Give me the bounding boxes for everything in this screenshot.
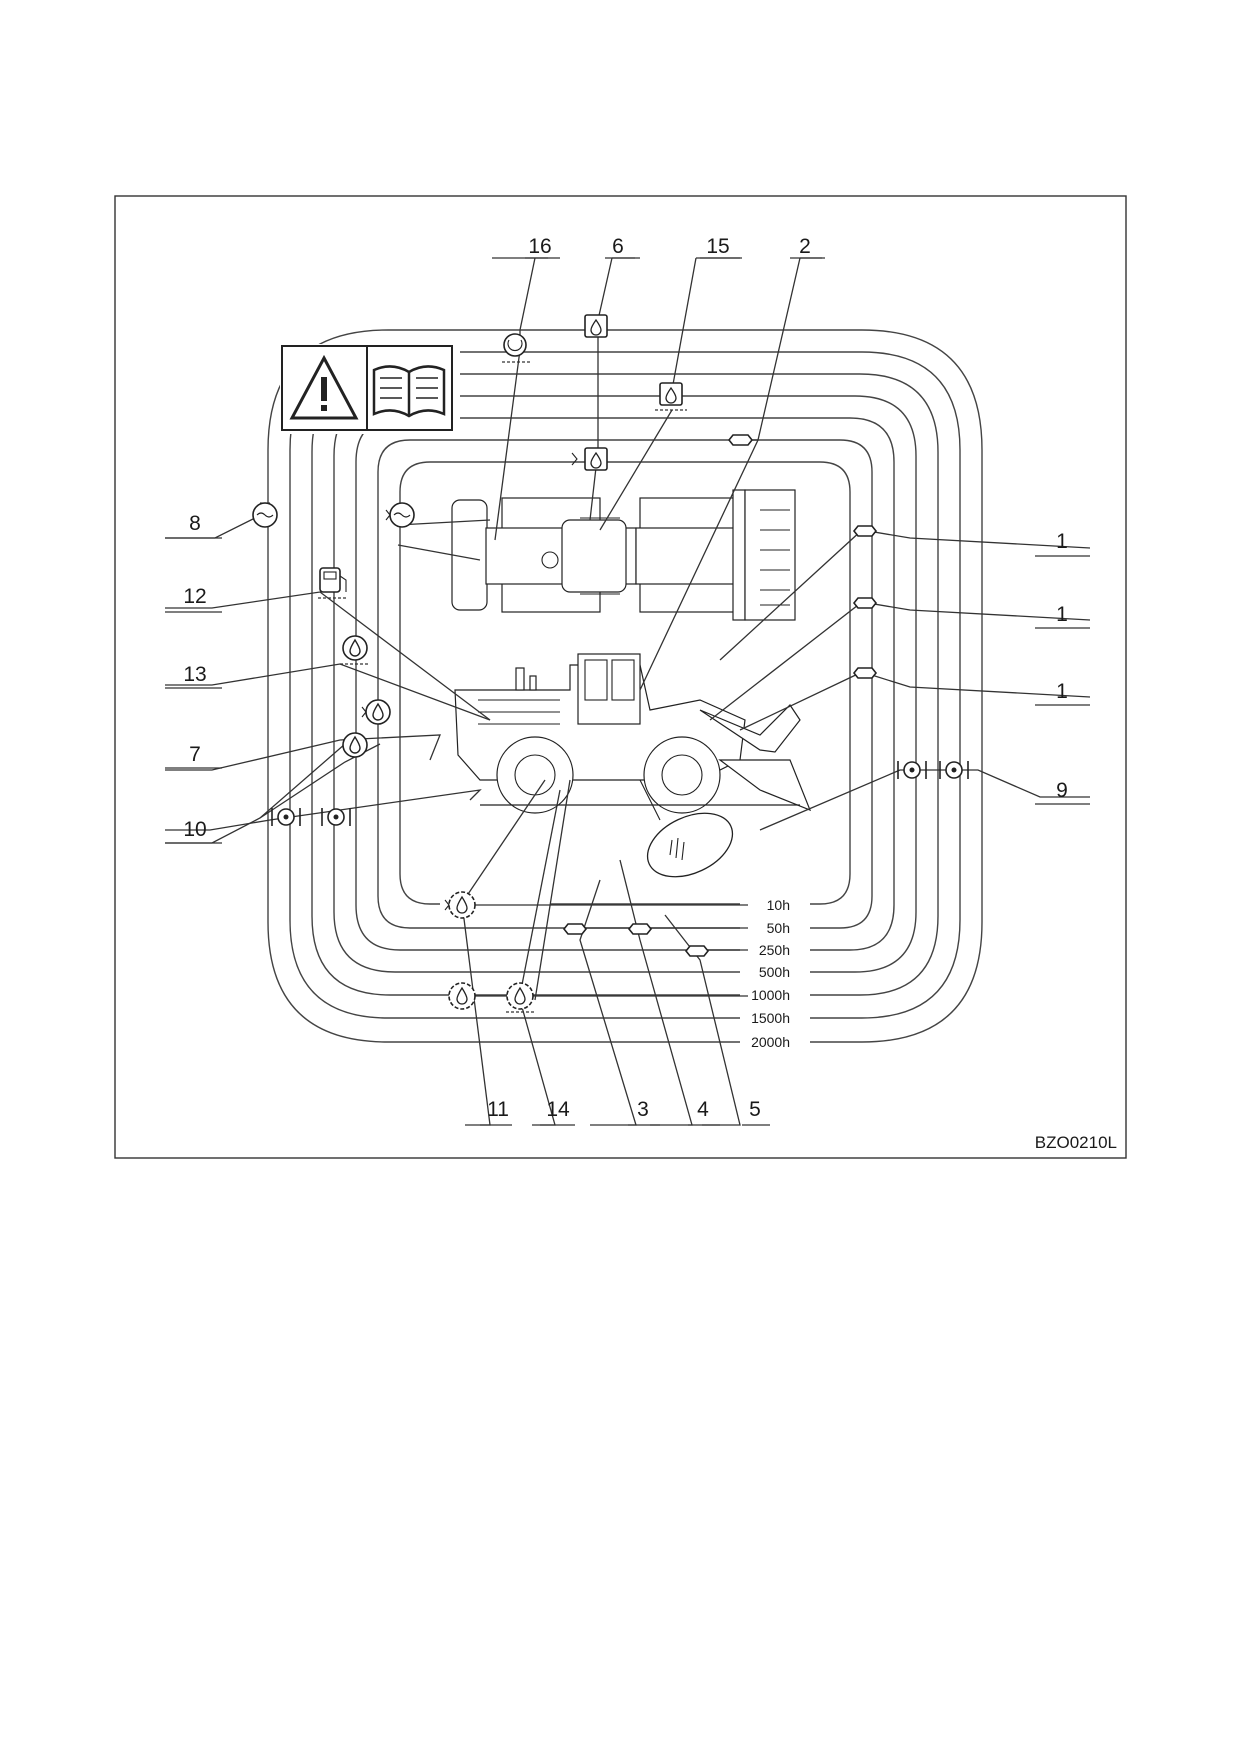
axle-grease-icon [271, 808, 351, 826]
filter-icon [502, 333, 530, 363]
callout-1-c: 1 [1056, 680, 1068, 703]
callout-numbers: 16 6 15 2 8 12 13 7 10 1 1 1 9 11 14 3 4… [183, 235, 1068, 1121]
interval-label-250h: 250h [759, 942, 790, 958]
oil-tank-icon [571, 447, 608, 471]
oil-tank-icon [655, 382, 687, 411]
callout-16: 16 [528, 235, 551, 258]
callout-8: 8 [189, 512, 201, 535]
interval-label-50h: 50h [767, 920, 790, 936]
oil-drop-icon [340, 635, 370, 665]
open-book-icon [372, 365, 446, 418]
fuel-pump-icon [318, 567, 348, 599]
callout-10: 10 [183, 818, 206, 841]
callout-7: 7 [189, 743, 201, 766]
callout-9: 9 [1056, 779, 1068, 802]
interval-label-10h: 10h [767, 897, 790, 913]
callout-15: 15 [706, 235, 729, 258]
interval-label-2000h: 2000h [751, 1034, 790, 1050]
safety-symbols [281, 345, 453, 431]
callout-6: 6 [612, 235, 624, 258]
warning-triangle-icon [289, 354, 359, 420]
callout-11: 11 [487, 1098, 509, 1121]
radiator-coolant-icon [385, 502, 415, 528]
callout-1-a: 1 [1056, 530, 1068, 553]
detail-ellipse [646, 812, 734, 878]
grease-nipple-icon [627, 923, 653, 935]
machine-top-view [451, 489, 796, 621]
callout-1-b: 1 [1056, 603, 1068, 626]
callout-13: 13 [183, 663, 206, 686]
callout-5: 5 [749, 1098, 761, 1121]
grease-nipple-icon [852, 597, 878, 609]
grease-nipple-icon [562, 923, 588, 935]
grease-nipple-icon [684, 945, 710, 957]
interval-label-1000h: 1000h [751, 987, 790, 1003]
grease-nipple-icon [727, 434, 758, 446]
axle-grease-icon [897, 761, 969, 779]
interval-labels: 10h 50h 250h 500h 1000h 1500h 2000h [751, 897, 790, 1050]
oil-tank-icon [584, 314, 608, 338]
radiator-coolant-icon [252, 502, 278, 528]
ring-250h [355, 417, 895, 951]
interval-label-1500h: 1500h [751, 1010, 790, 1026]
gear-oil-icon [448, 982, 476, 1010]
callout-12: 12 [183, 585, 206, 608]
callout-3: 3 [637, 1098, 649, 1121]
ring-10h [399, 461, 851, 905]
callout-4: 4 [697, 1098, 709, 1121]
oil-drop-icon [342, 732, 368, 758]
grease-nipple-icon [852, 667, 878, 679]
service-symbols [252, 314, 969, 1013]
leader-lines [165, 257, 1091, 1126]
gear-oil-icon [506, 982, 534, 1013]
callout-14: 14 [546, 1098, 570, 1121]
oil-drop-icon [361, 699, 391, 725]
interval-label-500h: 500h [759, 964, 790, 980]
grease-nipple-icon [852, 525, 878, 537]
gear-oil-icon [444, 891, 476, 919]
callout-underlines [165, 257, 1090, 1126]
figure-reference: BZO0210L [1035, 1133, 1117, 1152]
callout-2: 2 [799, 235, 811, 258]
